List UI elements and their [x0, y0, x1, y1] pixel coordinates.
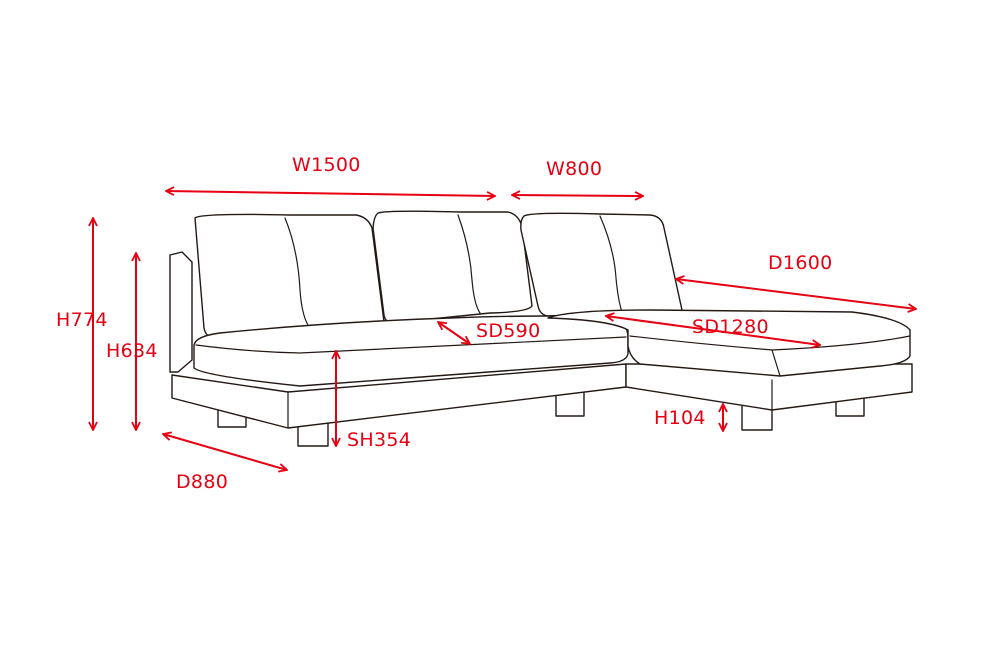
- dim-arrow-depth-main: [163, 434, 287, 470]
- label-width-main: W1500: [292, 154, 361, 176]
- label-seat-height: SH354: [347, 429, 412, 451]
- label-seat-depth-main: SD590: [476, 320, 541, 342]
- back-cushion-right: [520, 212, 683, 317]
- back-cushion-middle: [372, 210, 533, 324]
- dim-arrow-depth-chaise: [676, 279, 916, 309]
- dim-arrow-seat-depth-chaise: [606, 316, 820, 345]
- dim-arrow-seat-depth-main: [438, 322, 470, 344]
- label-height-total: H774: [56, 309, 108, 331]
- label-height-arm: H634: [106, 340, 158, 362]
- sofa-illustration: [169, 210, 913, 447]
- dimension-lines: [93, 191, 916, 470]
- label-depth-chaise: D1600: [768, 252, 833, 274]
- left-side-panel: [169, 251, 193, 373]
- dim-arrow-width-main: [166, 191, 495, 196]
- label-seat-depth-chaise: SD1280: [692, 316, 769, 338]
- back-cushion-left: [194, 213, 385, 339]
- dim-arrow-width-chaise: [512, 195, 643, 196]
- label-depth-main: D880: [176, 471, 229, 493]
- label-base-height: H104: [654, 407, 706, 429]
- label-width-chaise: W800: [546, 158, 603, 180]
